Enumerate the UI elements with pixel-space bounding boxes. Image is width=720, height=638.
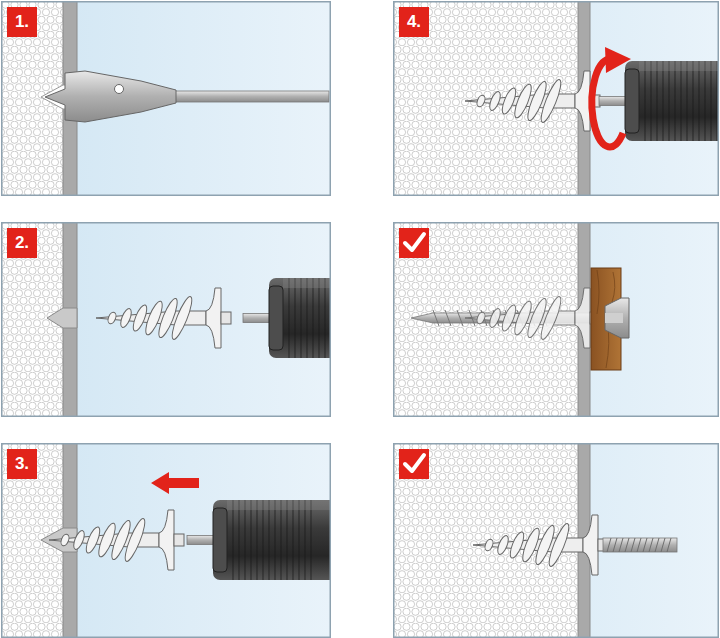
step-badge (7, 449, 37, 479)
check-badge (399, 449, 429, 479)
callout-number: 2. (7, 228, 37, 258)
push-arrow (151, 472, 199, 494)
callout-number: 1. (7, 7, 37, 37)
check-badge (399, 228, 429, 258)
step-panel (393, 1, 720, 196)
step-panel (393, 443, 718, 638)
step-panel (1, 443, 343, 638)
threaded-rod (603, 538, 677, 552)
step-badge (7, 7, 37, 37)
step-panel (1, 1, 331, 196)
drill-shaft (171, 91, 329, 102)
step-panel (1, 222, 399, 417)
screw-head (605, 298, 629, 338)
step-panel (393, 222, 718, 417)
step-badge (7, 228, 37, 258)
spade-bit (45, 71, 176, 122)
step-badge (399, 7, 429, 37)
callout-number: 3. (7, 449, 37, 479)
callout-number: 4. (399, 7, 429, 37)
